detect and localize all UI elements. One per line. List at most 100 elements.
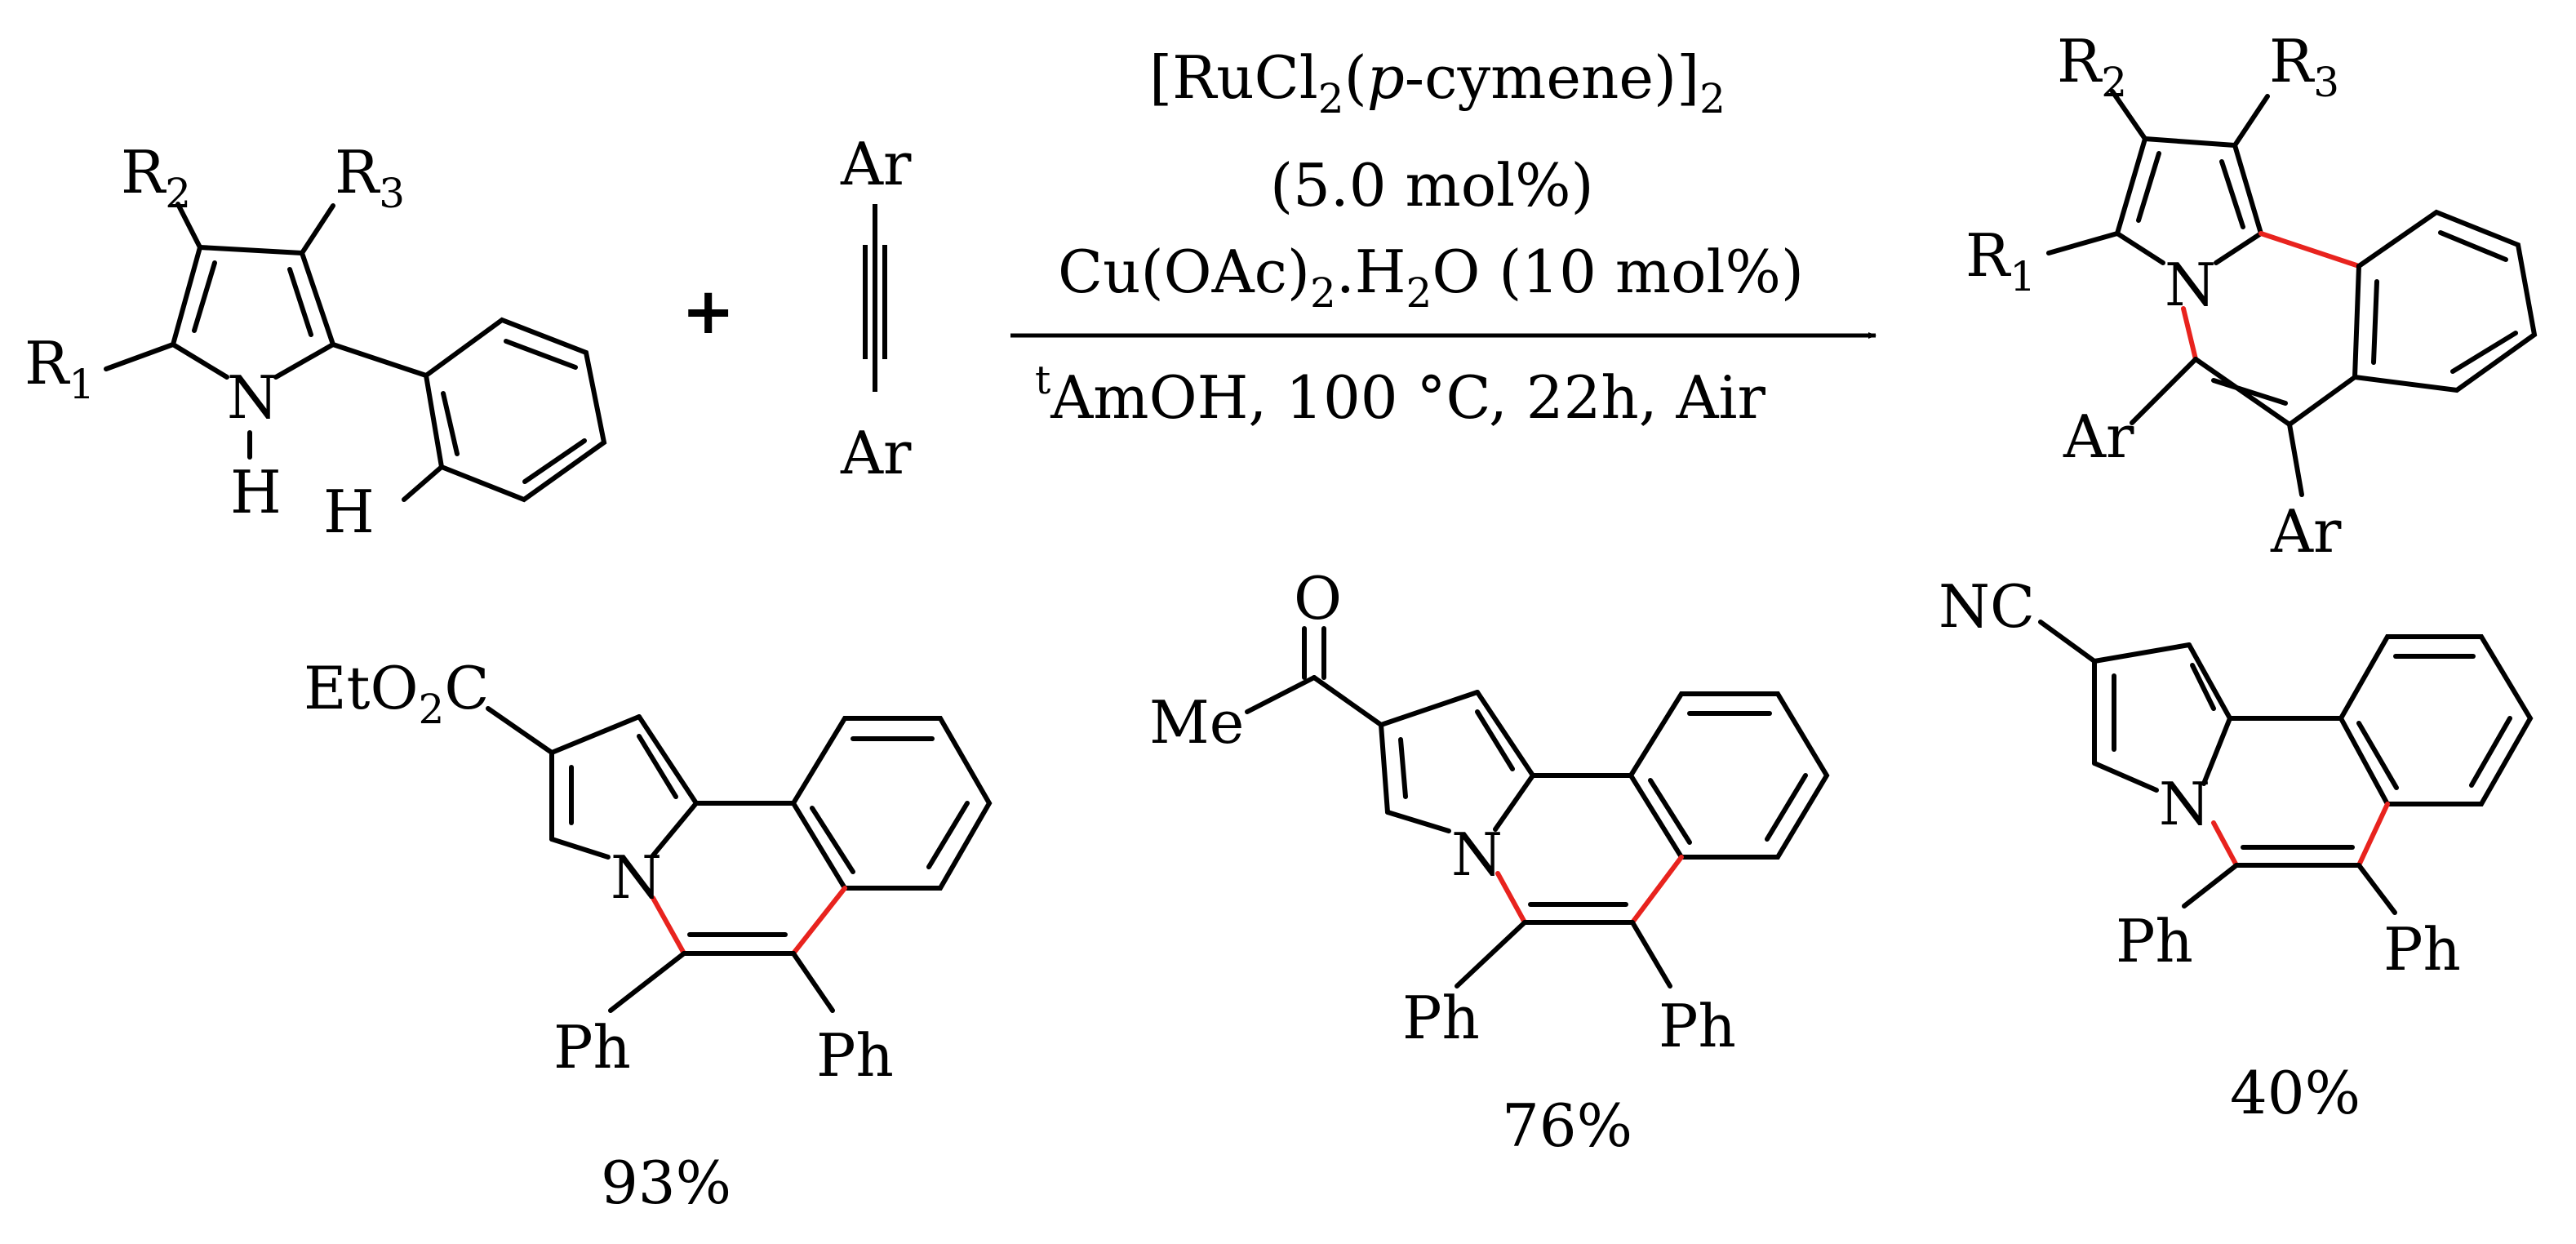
- double-bond: [2136, 151, 2161, 223]
- bond: [2287, 375, 2357, 427]
- nitrogen-label: N: [611, 843, 662, 912]
- reaction-conditions: [RuCl2(p-cymene)]2 (5.0 mol%) Cu(OAc)2.H…: [1035, 43, 1804, 432]
- bond: [608, 951, 686, 1013]
- bond: [2201, 716, 2232, 786]
- benzo-ring: [2352, 209, 2538, 393]
- double-bond: [192, 260, 217, 333]
- bond: [2182, 863, 2239, 909]
- bond: [331, 342, 429, 378]
- product-aryl-a-label: Ar: [2063, 402, 2134, 471]
- bond: [175, 202, 202, 250]
- plus-sign: +: [682, 275, 735, 349]
- ester-substituent-label: EtO2C: [304, 654, 489, 733]
- new-bond: [2258, 231, 2361, 269]
- phenyl-label: Ph: [1659, 992, 1736, 1060]
- example-nitrile-labels: NC N Ph Ph 40%: [1939, 572, 2461, 1127]
- bond: [402, 464, 444, 502]
- new-bond: [791, 886, 847, 956]
- example-ester-labels: EtO2C N Ph Ph 93%: [304, 654, 894, 1217]
- bond: [1475, 690, 1535, 778]
- yield-label: 93%: [601, 1148, 731, 1217]
- double-bond: [522, 438, 587, 484]
- bond: [2046, 231, 2120, 255]
- bond: [2214, 231, 2263, 265]
- bond: [2143, 136, 2237, 148]
- double-bond: [637, 734, 678, 799]
- example-acetyl-product: [1245, 626, 1830, 989]
- bond: [2287, 422, 2304, 497]
- new-bond: [1495, 871, 1527, 925]
- bond: [549, 714, 642, 755]
- alkyne: [863, 204, 887, 392]
- product-r3-label: R3: [2269, 27, 2339, 106]
- benzo-ring: [2338, 634, 2534, 806]
- bond: [1312, 675, 1383, 727]
- double-bond: [926, 801, 970, 869]
- double-bond: [2371, 279, 2379, 365]
- double-bond: [2190, 663, 2216, 711]
- r3-label: R3: [335, 138, 405, 217]
- bond: [2356, 863, 2397, 915]
- new-bond: [2181, 306, 2198, 362]
- bond: [486, 706, 554, 755]
- double-bond: [1398, 737, 1408, 799]
- example-nitrile-product: [2038, 620, 2534, 915]
- bond: [2232, 94, 2270, 148]
- new-bond: [2356, 802, 2390, 868]
- bond: [2092, 642, 2192, 664]
- double-bond: [287, 267, 313, 337]
- alkyne-aryl-top: Ar: [840, 130, 912, 198]
- example-acetyl-labels: O Me N Ph Ph 76%: [1149, 564, 1736, 1160]
- phenyl-label: Ph: [553, 1013, 631, 1082]
- benzo-ring: [790, 716, 993, 891]
- double-bond: [2211, 378, 2288, 406]
- additive-text: Cu(OAc)2.H2O (10 mol%): [1058, 238, 1804, 317]
- bond: [2232, 143, 2263, 236]
- bond: [300, 203, 335, 255]
- bond: [1455, 920, 1527, 989]
- bond: [2038, 620, 2097, 664]
- bond: [171, 245, 202, 347]
- bond: [1245, 675, 1317, 714]
- bond: [549, 837, 611, 860]
- phenyl-label: Ph: [2116, 907, 2193, 975]
- nitrogen-label: N: [227, 363, 278, 432]
- bond: [1379, 690, 1480, 727]
- double-bond: [2450, 331, 2518, 374]
- bond: [300, 251, 335, 347]
- solvent-temperature-text: tAmOH, 100 °C, 22h, Air: [1035, 358, 1766, 432]
- double-bond: [504, 339, 578, 370]
- double-bond: [2438, 230, 2508, 262]
- product-nitrogen-label: N: [2165, 251, 2216, 319]
- double-bond: [441, 391, 460, 456]
- product-aryl-b-label: Ar: [2270, 497, 2342, 566]
- nitrile-label: NC: [1939, 572, 2035, 641]
- oxygen-label: O: [1294, 564, 1342, 633]
- double-bond: [810, 806, 855, 874]
- nitrogen-label: N: [1451, 820, 1503, 889]
- methyl-label: Me: [1149, 688, 1244, 757]
- double-bond: [1765, 773, 1808, 842]
- catalyst-loading-text: (5.0 mol%): [1270, 151, 1594, 220]
- bond: [1379, 722, 1390, 815]
- bond: [273, 342, 335, 380]
- product-pyrroloisoquinoline: [2046, 89, 2538, 497]
- phenyl-label: Ph: [2383, 915, 2461, 984]
- bond: [791, 951, 835, 1013]
- bond: [171, 342, 229, 380]
- yield-label: 76%: [1502, 1091, 1632, 1160]
- new-bond: [2211, 820, 2239, 868]
- double-bond: [1648, 778, 1692, 845]
- bond: [637, 714, 699, 806]
- nitrogen-label: N: [2159, 770, 2210, 838]
- bond: [104, 342, 175, 371]
- bond: [2115, 136, 2147, 236]
- bond: [2187, 642, 2232, 721]
- double-bond: [2356, 721, 2399, 790]
- example-ester-product: [486, 706, 993, 1013]
- yield-label: 40%: [2230, 1059, 2361, 1127]
- bond: [2092, 761, 2159, 793]
- double-bond: [1475, 709, 1515, 771]
- reactant-labels: R2 R3 R1 N H H: [24, 138, 405, 546]
